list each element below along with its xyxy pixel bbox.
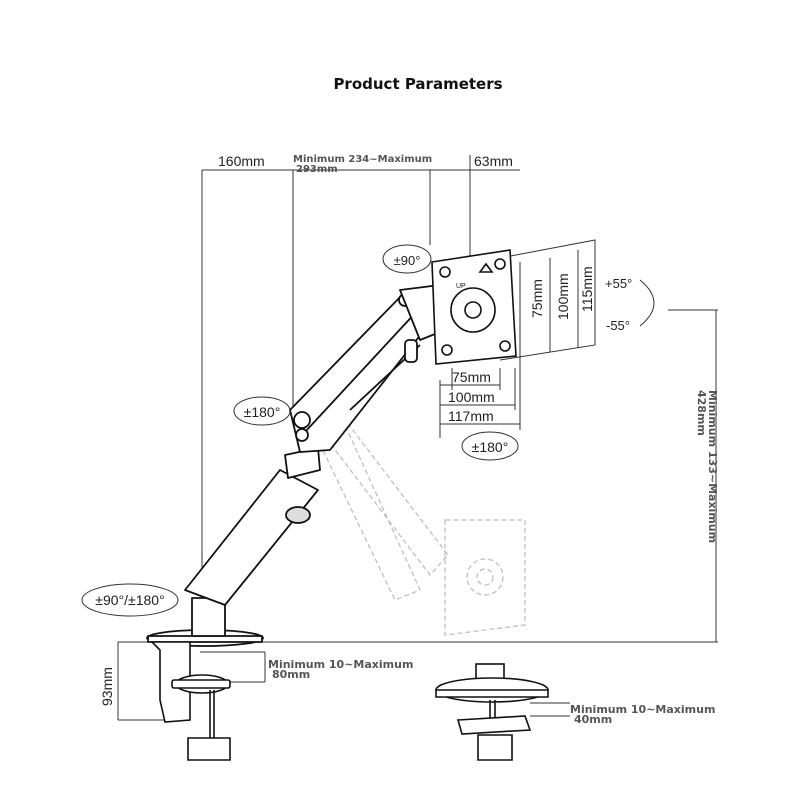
- diagram-title: Product Parameters: [333, 75, 502, 93]
- label-grommet-range-1: Minimum 10~Maximum: [570, 703, 715, 716]
- label-vesa-v2: 100mm: [555, 273, 571, 320]
- label-arm-length-2: 293mm: [296, 164, 338, 175]
- desk-clamp: [150, 641, 231, 761]
- vesa-plate: UP: [431, 249, 517, 365]
- label-vesa-h2: 100mm: [448, 389, 495, 405]
- label-vesa-h1: 75mm: [452, 369, 491, 385]
- label-swivel-head: ±180°: [472, 439, 509, 455]
- label-tilt-up: +55°: [605, 276, 632, 291]
- label-160mm: 160mm: [218, 153, 265, 169]
- grommet-mount: [435, 663, 549, 761]
- label-arm-length-1: Minimum 234~Maximum: [293, 154, 432, 165]
- label-rotate: ±90°: [394, 253, 421, 268]
- dimension-labels: 160mm Minimum 234~Maximum 293mm 63mm ±90…: [95, 153, 719, 726]
- label-tilt-down: -55°: [606, 318, 630, 333]
- label-vesa-v1: 75mm: [529, 279, 545, 318]
- label-vesa-h3: 117mm: [448, 408, 494, 424]
- label-swivel-elbow: ±180°: [244, 404, 281, 420]
- label-clamp-range-1: Minimum 10~Maximum: [268, 658, 413, 671]
- label-height-range-2: 428mm: [695, 390, 708, 436]
- rotation-badges: [81, 244, 655, 617]
- label-vesa-v3: 115mm: [579, 266, 595, 312]
- label-height-range-1: Minimum 133~Maximum: [706, 390, 719, 543]
- label-63mm: 63mm: [474, 153, 513, 169]
- vesa-dimension-frame: [439, 239, 596, 438]
- label-clamp-range-2: 80mm: [272, 668, 310, 681]
- label-grommet-range-2: 40mm: [574, 713, 612, 726]
- svg-text:UP: UP: [456, 283, 466, 290]
- label-swivel-base: ±90°/±180°: [95, 592, 164, 608]
- label-clamp-height: 93mm: [99, 667, 115, 706]
- monitor-arm: [146, 284, 446, 647]
